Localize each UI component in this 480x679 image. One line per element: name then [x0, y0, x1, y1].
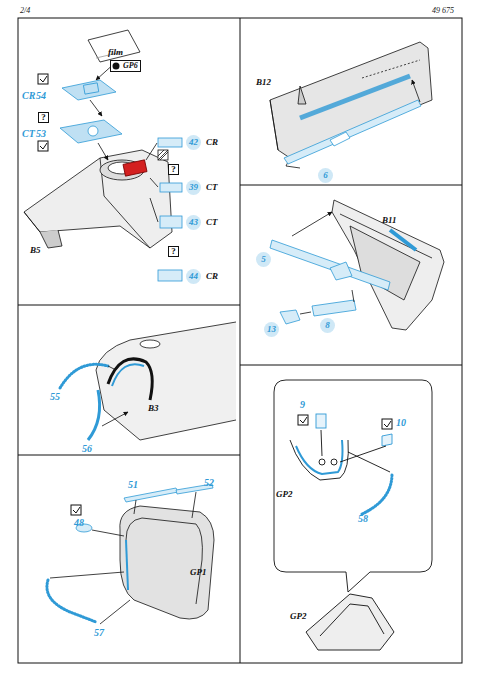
part-name: GP1 — [190, 568, 207, 577]
callout-number: 51 — [128, 480, 138, 490]
panel-b12 — [270, 42, 432, 168]
panel-b5 — [24, 30, 182, 281]
callout-number: 5 — [256, 252, 271, 267]
panel-gp1 — [47, 484, 214, 624]
callout-number: 56 — [82, 444, 92, 454]
check-box — [38, 74, 392, 515]
page-header: 2/4 — [20, 7, 30, 15]
callout-number: CT — [22, 129, 35, 139]
callout-number: 54 — [36, 91, 46, 101]
tool-code: GP6 — [110, 60, 141, 72]
part-name: B12 — [256, 78, 271, 87]
callout-number: 53 — [36, 129, 46, 139]
part-name: CT — [206, 183, 218, 192]
part-name: CR — [206, 272, 218, 281]
callout-number: 10 — [396, 418, 406, 428]
callout-number: 42 — [186, 135, 201, 150]
panel-b3 — [60, 322, 236, 440]
panel-b11 — [270, 200, 444, 330]
callout-number: 39 — [186, 180, 201, 195]
callout-number: 44 — [186, 269, 201, 284]
page-header: 49 675 — [432, 7, 454, 15]
callout-number: 55 — [50, 392, 60, 402]
callout-number: 8 — [320, 318, 335, 333]
callout-number: 43 — [186, 215, 201, 230]
option-mark: ? — [168, 164, 179, 175]
callout-number: 57 — [94, 628, 104, 638]
callout-number: 48 — [74, 518, 84, 528]
callout-number: 13 — [264, 322, 279, 337]
part-name: B3 — [148, 404, 159, 413]
callout-number: 58 — [358, 514, 368, 524]
gear-icon — [113, 63, 120, 70]
part-name: CR — [206, 138, 218, 147]
callout-number: 6 — [318, 168, 333, 183]
part-name: B5 — [30, 246, 41, 255]
option-mark: ? — [168, 246, 179, 257]
callout-number: CR — [22, 91, 35, 101]
part-name: film — [108, 48, 123, 57]
callout-number: 9 — [300, 400, 305, 410]
part-name: GP2 — [276, 490, 293, 499]
part-name: CT — [206, 218, 218, 227]
option-mark: ? — [38, 112, 49, 123]
panel-gp2 — [274, 380, 432, 650]
part-name: B11 — [382, 216, 397, 225]
callout-number: 52 — [204, 478, 214, 488]
part-name: GP2 — [290, 612, 307, 621]
